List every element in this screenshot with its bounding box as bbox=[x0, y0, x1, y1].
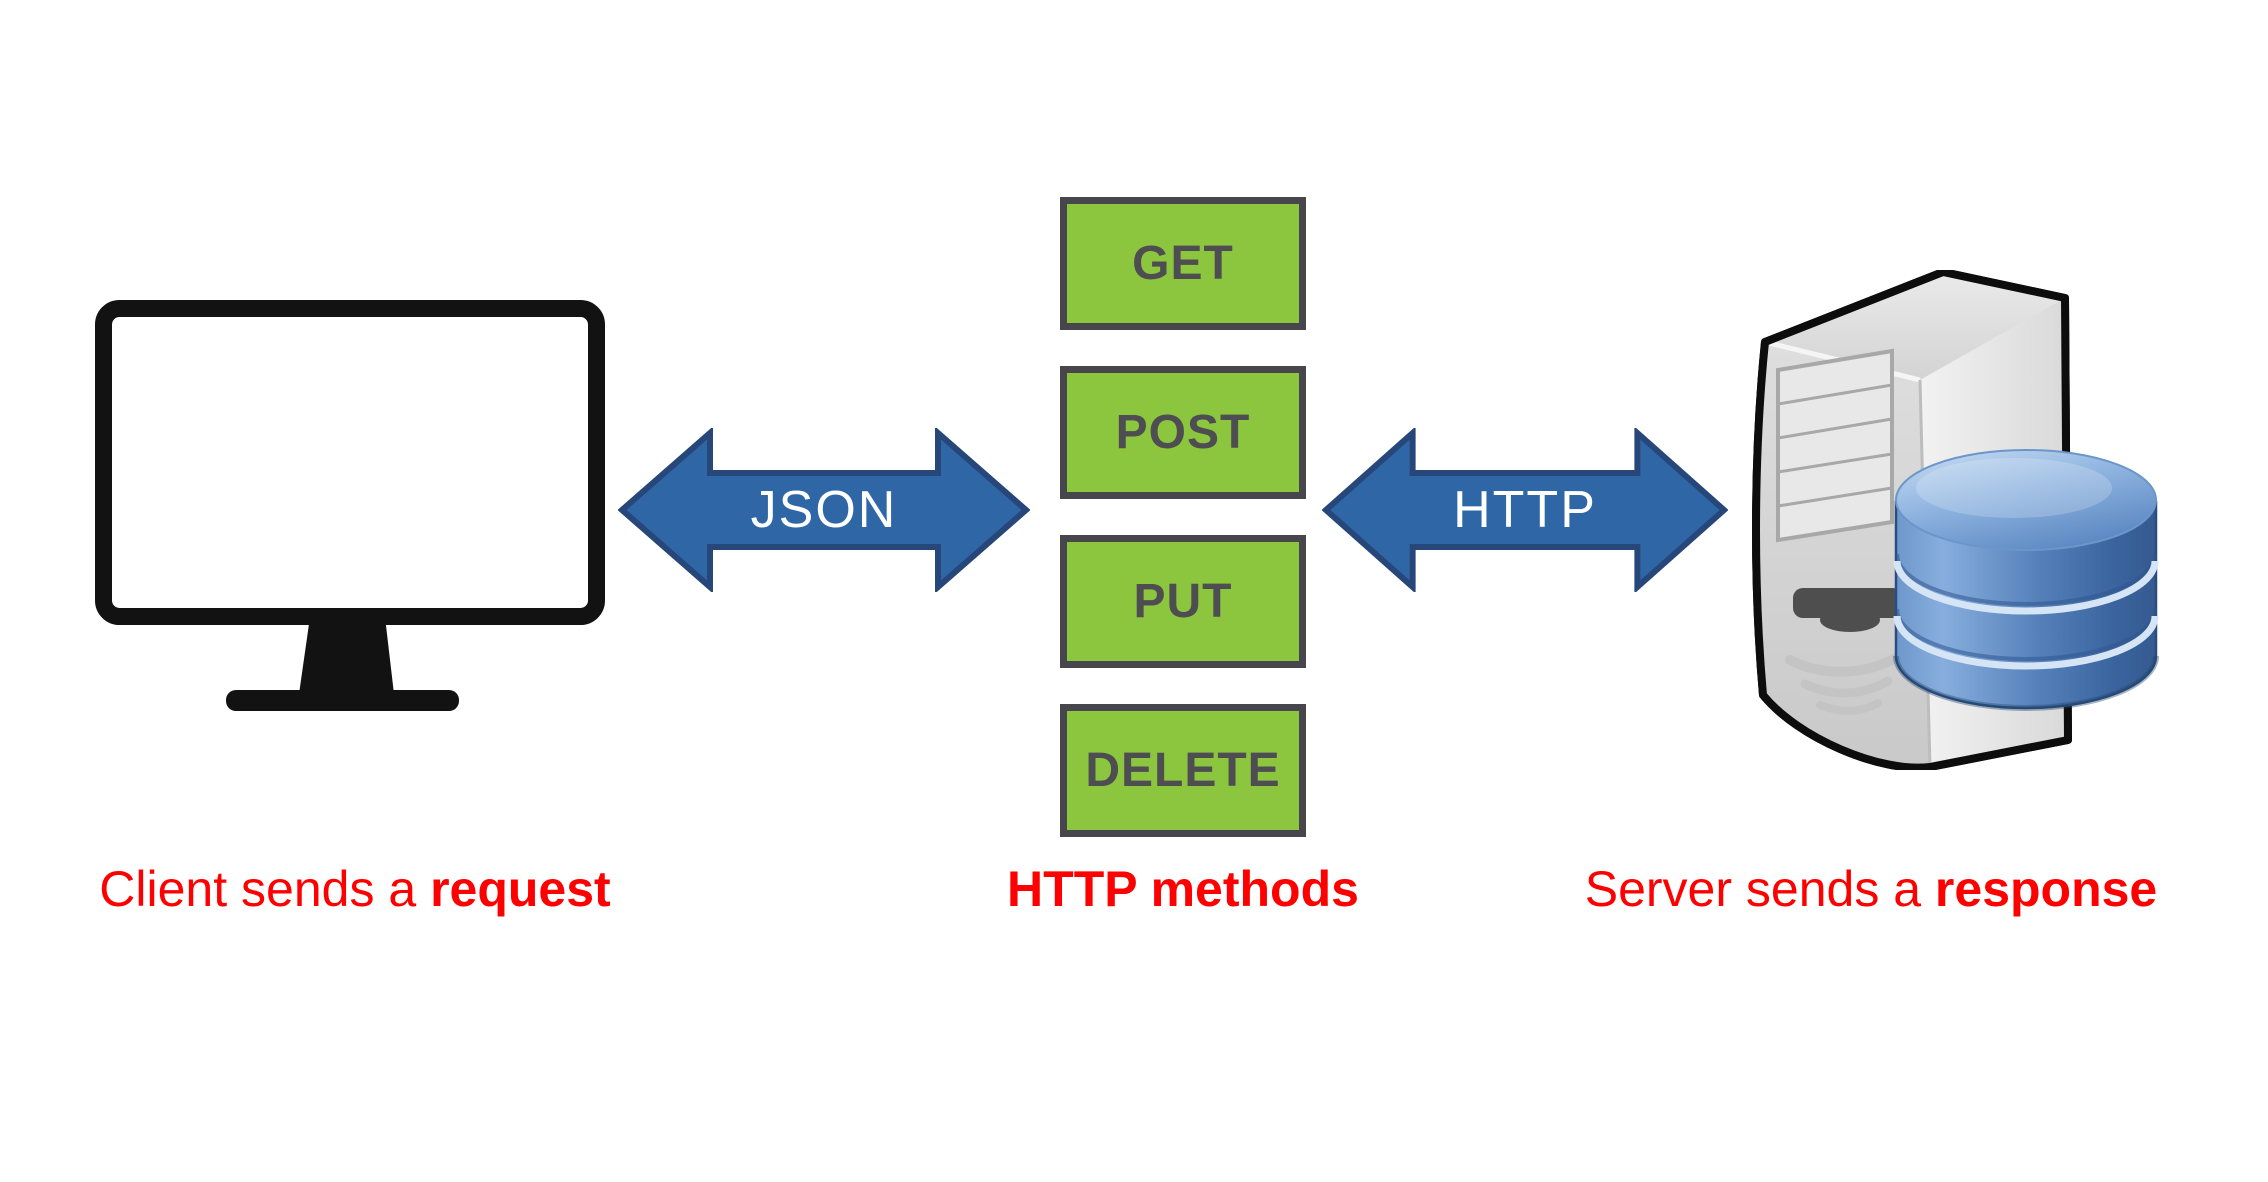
server-caption-text: Server sends a bbox=[1584, 861, 1922, 917]
json-arrow: JSON bbox=[618, 428, 1030, 592]
method-box-post: POST bbox=[1060, 366, 1306, 499]
server-caption-bold: response bbox=[1934, 861, 2158, 917]
http-arrow: HTTP bbox=[1322, 428, 1728, 592]
monitor-screen bbox=[95, 300, 605, 625]
http-methods-column: GET POST PUT DELETE bbox=[1060, 197, 1306, 837]
client-caption: Client sends a request bbox=[85, 857, 625, 921]
method-label-post: POST bbox=[1115, 406, 1251, 459]
method-box-get: GET bbox=[1060, 197, 1306, 330]
server-caption: Server sends a response bbox=[1571, 857, 2171, 921]
http-arrow-label: HTTP bbox=[1453, 481, 1597, 539]
database-icon bbox=[1893, 449, 2159, 711]
monitor-stand-neck bbox=[299, 617, 394, 694]
client-caption-bold: request bbox=[430, 861, 611, 917]
client-caption-text: Client sends a bbox=[99, 861, 417, 917]
method-label-delete: DELETE bbox=[1085, 744, 1281, 797]
method-box-delete: DELETE bbox=[1060, 704, 1306, 837]
double-arrow-icon bbox=[1322, 428, 1728, 592]
method-box-put: PUT bbox=[1060, 535, 1306, 668]
methods-caption: HTTP methods bbox=[933, 857, 1433, 921]
json-arrow-label: JSON bbox=[750, 481, 898, 539]
monitor-icon bbox=[95, 300, 605, 711]
server-vent-panel bbox=[1776, 348, 1894, 543]
methods-caption-bold: HTTP methods bbox=[1007, 861, 1359, 917]
server-drive-bay bbox=[1793, 588, 1903, 618]
monitor-stand-base bbox=[226, 690, 459, 711]
double-arrow-icon bbox=[618, 428, 1030, 592]
method-label-get: GET bbox=[1132, 237, 1234, 290]
method-label-put: PUT bbox=[1133, 575, 1233, 628]
